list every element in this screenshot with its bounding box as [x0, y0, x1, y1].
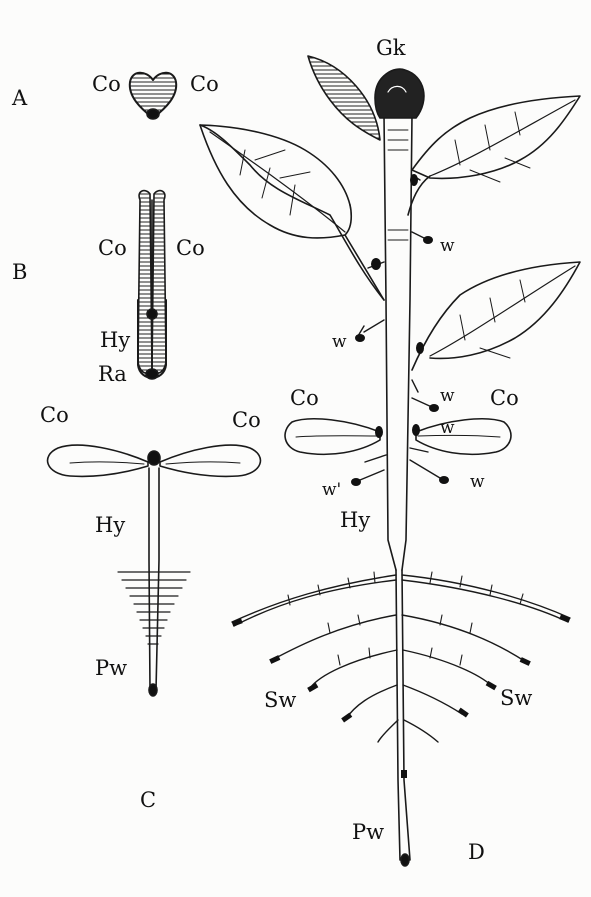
panel-d-secondary-root-left-label: Sw [264, 690, 296, 711]
embryo-b-elongated [138, 191, 166, 379]
panel-d-adventitious-root-label-6: w' [322, 482, 341, 499]
panel-a-letter: A [12, 88, 27, 109]
panel-c-cotyledon-right-label: Co [232, 410, 261, 431]
embryo-a-heart [130, 73, 176, 119]
panel-d-adventitious-root-label-5: w [470, 474, 485, 491]
panel-d-hypocotyl-label: Hy [340, 510, 370, 531]
panel-d-secondary-root-right-label: Sw [500, 688, 532, 709]
panel-d-cotyledon-right-label: Co [490, 388, 519, 409]
panel-b-radicle-label: Ra [98, 364, 127, 385]
panel-c-cotyledon-left-label: Co [40, 405, 69, 426]
seedling-c [48, 445, 261, 696]
panel-c-hypocotyl-label: Hy [95, 515, 125, 536]
panel-d-apex-label: Gk [376, 38, 406, 59]
panel-d-cotyledon-left-label: Co [290, 388, 319, 409]
panel-a-cotyledon-left-label: Co [92, 74, 121, 95]
panel-a-cotyledon-right-label: Co [190, 74, 219, 95]
panel-b-cotyledon-right-label: Co [176, 238, 205, 259]
panel-d-primary-root-label: Pw [352, 822, 384, 843]
panel-d-adventitious-root-label-1: w [440, 238, 455, 255]
panel-c-letter: C [140, 790, 156, 811]
panel-d-adventitious-root-label-4: w [440, 420, 455, 437]
panel-d-letter: D [468, 842, 485, 863]
panel-b-hypocotyl-label: Hy [100, 330, 130, 351]
plant-d [200, 56, 580, 866]
panel-d-adventitious-root-label-3: w [440, 388, 455, 405]
panel-b-cotyledon-left-label: Co [98, 238, 127, 259]
panel-b-letter: B [12, 262, 27, 283]
panel-c-primary-root-label: Pw [95, 658, 127, 679]
panel-d-adventitious-root-label-2: w [332, 334, 347, 351]
